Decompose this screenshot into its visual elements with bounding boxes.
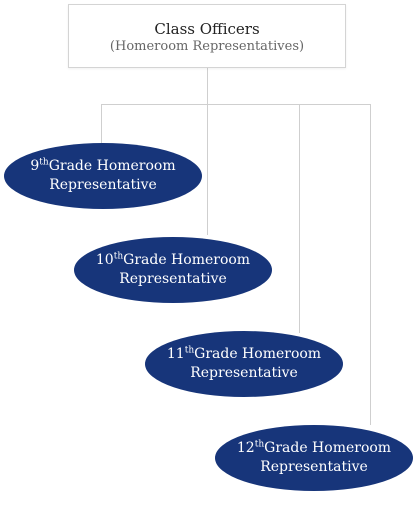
grade-10-node: 10thGrade Homeroom Representative [74,237,272,303]
grade-10-line1: 10thGrade Homeroom [95,251,251,268]
grade-9-line1: 9thGrade Homeroom [30,157,176,174]
grade-12-line2: Representative [260,459,368,475]
grade-11-line1: 11thGrade Homeroom [166,345,322,362]
class-officers-box: Class Officers (Homeroom Representatives… [68,4,346,68]
grade-9-node: 9thGrade Homeroom Representative [4,143,202,209]
grade-11-line2: Representative [190,365,298,381]
grade-11-node: 11thGrade Homeroom Representative [145,331,343,397]
grade-12-node: 12thGrade Homeroom Representative [215,425,413,491]
class-officers-subtitle: (Homeroom Representatives) [109,39,305,54]
grade-12-line1: 12thGrade Homeroom [236,439,392,456]
grade-10-line2: Representative [119,271,227,287]
class-officers-title: Class Officers [154,20,260,38]
grade-9-line2: Representative [49,177,157,193]
